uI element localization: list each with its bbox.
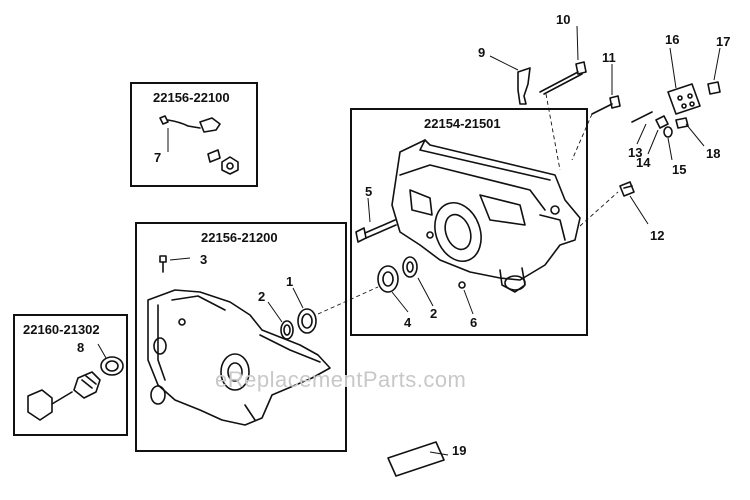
box-ignition-kit: 22156-22100 bbox=[130, 82, 258, 187]
box-filter-kit-label: 22160-21302 bbox=[23, 322, 100, 337]
box-ignition-kit-label: 22156-22100 bbox=[153, 90, 230, 105]
part-10-bolt bbox=[539, 61, 587, 95]
watermark: eReplacementParts.com bbox=[215, 367, 467, 392]
callout-14: 14 bbox=[636, 155, 651, 170]
part-7-ignition-kit bbox=[159, 115, 239, 175]
part-3-screw bbox=[159, 255, 167, 273]
callout-10: 10 bbox=[556, 12, 571, 27]
callout-18: 18 bbox=[706, 146, 721, 161]
callout-8: 8 bbox=[77, 340, 85, 355]
part-4-bearing bbox=[377, 265, 399, 293]
callout-5: 5 bbox=[365, 184, 373, 199]
right-crankcase-half bbox=[391, 139, 581, 293]
callout-9: 9 bbox=[478, 45, 486, 60]
part-12-plug bbox=[619, 181, 635, 197]
callout-4: 4 bbox=[404, 315, 412, 330]
part-5-bolt bbox=[355, 219, 397, 243]
callout-6: 6 bbox=[470, 315, 478, 330]
box-filter-kit: 22160-21302 bbox=[13, 314, 128, 436]
callout-17: 17 bbox=[716, 34, 731, 49]
part-18-adjuster bbox=[675, 117, 689, 129]
box-crankcase-left-label: 22156-21200 bbox=[201, 230, 278, 245]
part-9-bracket bbox=[517, 67, 531, 105]
part-1-bearing bbox=[297, 308, 317, 334]
callout-7: 7 bbox=[154, 150, 162, 165]
part-2-seal-left bbox=[280, 320, 294, 340]
part-16-plate bbox=[667, 83, 701, 115]
callout-3: 3 bbox=[200, 252, 208, 267]
part-2-seal-right bbox=[402, 256, 418, 278]
callout-16: 16 bbox=[665, 32, 680, 47]
callout-15: 15 bbox=[672, 162, 687, 177]
part-17-screw bbox=[707, 81, 721, 95]
callout-2-right: 2 bbox=[430, 306, 438, 321]
part-15-washer bbox=[663, 126, 673, 138]
part-14-nut bbox=[655, 115, 669, 129]
part-19-label bbox=[387, 441, 445, 477]
box-crankcase-right: 22154-21501 bbox=[350, 108, 588, 336]
callout-1: 1 bbox=[286, 274, 294, 289]
callout-19: 19 bbox=[452, 443, 467, 458]
part-6-pin bbox=[458, 281, 466, 289]
left-crankcase-half bbox=[147, 289, 331, 426]
part-13-screw bbox=[631, 111, 653, 123]
leader-lines bbox=[97, 25, 721, 456]
callout-12: 12 bbox=[650, 228, 665, 243]
box-crankcase-right-label: 22154-21501 bbox=[424, 116, 501, 131]
part-8-filter-kit bbox=[27, 356, 124, 421]
part-11-bolt bbox=[591, 95, 621, 115]
callout-11: 11 bbox=[602, 50, 616, 65]
box-crankcase-left: 22156-21200 bbox=[135, 222, 347, 452]
callout-13: 13 bbox=[628, 145, 643, 160]
callout-2-left: 2 bbox=[258, 289, 266, 304]
